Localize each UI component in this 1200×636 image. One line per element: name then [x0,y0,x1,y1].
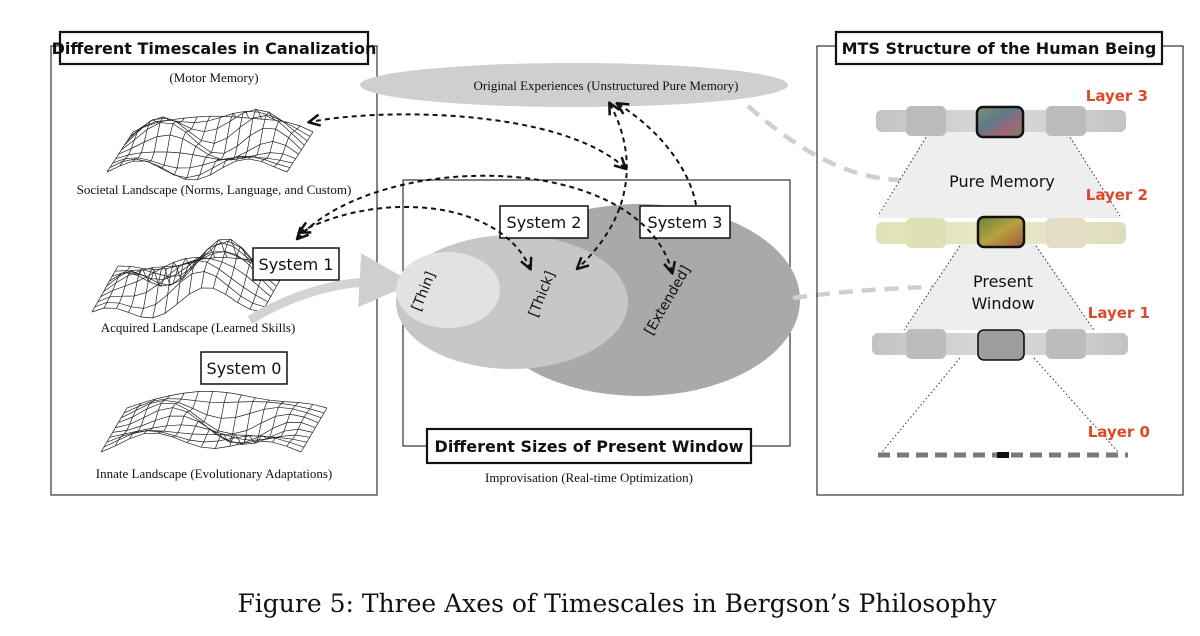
left-panel-title-box [58,30,370,66]
original-experiences: Original Experiences (Unstructured Pure … [360,63,788,107]
pure-memory-label: Pure Memory [949,172,1055,191]
left-panel-title: Different Timescales in Canalization [52,39,377,58]
right-panel-title-box [834,30,1164,66]
innate-landscape-label: Innate Landscape (Evolutionary Adaptatio… [96,466,332,481]
present-window-cone [904,244,1094,330]
right-panel-title: MTS Structure of the Human Being [842,39,1157,58]
gray-flow-arrow [247,253,414,324]
layer1-strip [872,329,1128,361]
layer1-label: Layer 1 [1088,304,1150,322]
thin-window-ellipse [396,252,500,328]
center-panel-subtitle: Improvisation (Real-time Optimization) [485,470,693,485]
layer1-center-tile [977,329,1025,361]
layer0-center-mark [997,452,1009,458]
left-panel: Different Timescales in Canalization (Mo… [50,30,378,496]
system0-box [200,351,288,385]
center-panel: [Thin] [Thick] [Extended] System 2 Syste… [396,179,800,485]
arrow-ellipse-system3 [618,104,697,206]
gray-connector-top [746,104,906,183]
layer2-label: Layer 2 [1086,186,1148,204]
layer0-label: Layer 0 [1088,423,1150,441]
present-window-label-1: Present [973,272,1033,291]
arrow-system3-acquired [298,174,672,272]
layer2-center-tile [976,215,1026,249]
layer2-strip [876,215,1126,249]
guide-lines [877,133,1121,453]
figure-caption: Figure 5: Three Axes of Timescales in Be… [237,589,997,618]
societal-landscape-label: Societal Landscape (Norms, Language, and… [77,182,352,197]
motor-memory-label: (Motor Memory) [169,70,258,85]
innate-landscape-mesh [100,390,328,453]
layer0-strip [878,452,1128,458]
arrow-ellipse-thick [578,104,628,268]
system2-label: System 2 [507,213,582,232]
original-experiences-label: Original Experiences (Unstructured Pure … [474,78,739,93]
right-panel: MTS Structure of the Human Being Pure Me… [816,30,1184,496]
system1-label: System 1 [259,255,334,274]
pure-memory-cone [878,132,1120,218]
arrow-ellipse-societal [310,113,625,168]
system0-label: System 0 [207,359,282,378]
present-window-label-2: Window [971,294,1034,313]
system3-label: System 3 [648,213,723,232]
societal-landscape-mesh [106,108,314,181]
center-panel-title-box [425,427,753,465]
acquired-landscape-label: Acquired Landscape (Learned Skills) [101,320,296,335]
layer3-center-tile [975,105,1025,139]
layer3-label: Layer 3 [1086,87,1148,105]
arrow-acquired-thick [300,205,530,268]
original-experiences-ellipse [360,63,788,107]
connection-arrows [298,104,697,272]
center-panel-title: Different Sizes of Present Window [435,437,744,456]
layer3-strip [876,105,1126,139]
